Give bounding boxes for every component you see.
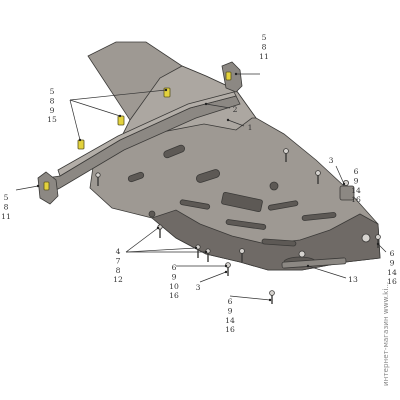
bolt — [315, 170, 321, 184]
callout-13: 13 — [348, 275, 358, 284]
callout-number: 9 — [390, 258, 395, 267]
callout-number: 16 — [169, 291, 179, 300]
callout-number: 16 — [351, 195, 361, 204]
watermark-text: интернет-магазин www.ki... — [381, 282, 390, 386]
side-mount — [339, 185, 355, 201]
callout-part-2: 2 — [233, 105, 238, 114]
rear-bracket-part-13 — [281, 185, 371, 269]
bolt — [95, 172, 101, 186]
callout-part-1: 1 — [248, 123, 253, 132]
callout-number: 14 — [225, 316, 235, 325]
yellow-fastener — [225, 71, 232, 81]
drain-hole — [148, 210, 156, 218]
cutout-slot — [179, 199, 211, 210]
callout-number: 9 — [354, 176, 359, 185]
callout-bottom-3: 3 — [196, 283, 201, 292]
callout-number: 8 — [116, 266, 121, 275]
callout-number: 5 — [4, 193, 9, 202]
callout-number: 1 — [248, 123, 253, 132]
callout-number: 14 — [387, 268, 397, 277]
callout-number: 3 — [196, 283, 201, 292]
callout-number: 10 — [169, 282, 179, 291]
callout-number: 12 — [113, 275, 123, 284]
callout-number: 16 — [387, 277, 397, 286]
callout-number: 3 — [329, 156, 334, 165]
callout-number: 5 — [262, 33, 267, 42]
cutout-slot — [225, 219, 267, 230]
cross-member-part-2 — [37, 61, 243, 205]
callout-number: 8 — [4, 202, 9, 211]
callout-number: 9 — [228, 306, 233, 315]
plate-cutouts — [127, 144, 337, 268]
bolt — [205, 248, 211, 262]
cutout-window — [221, 191, 263, 213]
callout-number: 9 — [172, 272, 177, 281]
callout-number: 8 — [262, 42, 267, 51]
callout-number: 6 — [228, 297, 233, 306]
cross-member-beam-top — [57, 91, 237, 177]
bolt — [195, 244, 201, 258]
nut — [361, 233, 371, 243]
callout-number: 6 — [390, 249, 395, 258]
yellow-fastener — [77, 139, 85, 150]
callout-number: 5 — [50, 87, 55, 96]
callout-number: 2 — [233, 105, 238, 114]
rear-strip — [281, 257, 347, 269]
mount-bracket-right — [221, 61, 243, 93]
callout-number: 6 — [354, 167, 359, 176]
skid-plate-lower-section — [151, 209, 381, 271]
cutout-slot — [163, 144, 186, 159]
drain-hole — [269, 181, 279, 191]
callout-number: 11 — [259, 52, 269, 61]
callout-number: 9 — [50, 106, 55, 115]
callout-right-3: 3 — [329, 156, 334, 165]
cutout-slot — [195, 169, 221, 183]
nut — [298, 250, 306, 258]
callout-number: 4 — [116, 247, 121, 256]
callout-number: 8 — [50, 96, 55, 105]
callout-number: 15 — [47, 115, 57, 124]
cutout-slot — [267, 200, 299, 211]
yellow-fastener — [43, 181, 50, 191]
callout-number: 7 — [116, 256, 121, 265]
cutout-slot — [301, 212, 337, 221]
callout-number: 13 — [348, 275, 358, 284]
bolt — [157, 224, 163, 238]
cutout-slot — [127, 171, 145, 183]
bolt — [239, 248, 245, 262]
cutout-slot — [261, 238, 297, 247]
bolt — [225, 262, 231, 276]
callout-number: 14 — [351, 186, 361, 195]
callout-number: 11 — [1, 212, 11, 221]
yellow-fastener — [117, 115, 125, 126]
leader-lines — [15, 72, 387, 302]
bolt — [269, 290, 275, 304]
bolt — [283, 148, 289, 162]
callout-number: 6 — [172, 263, 177, 272]
callout-number: 16 — [225, 325, 235, 334]
